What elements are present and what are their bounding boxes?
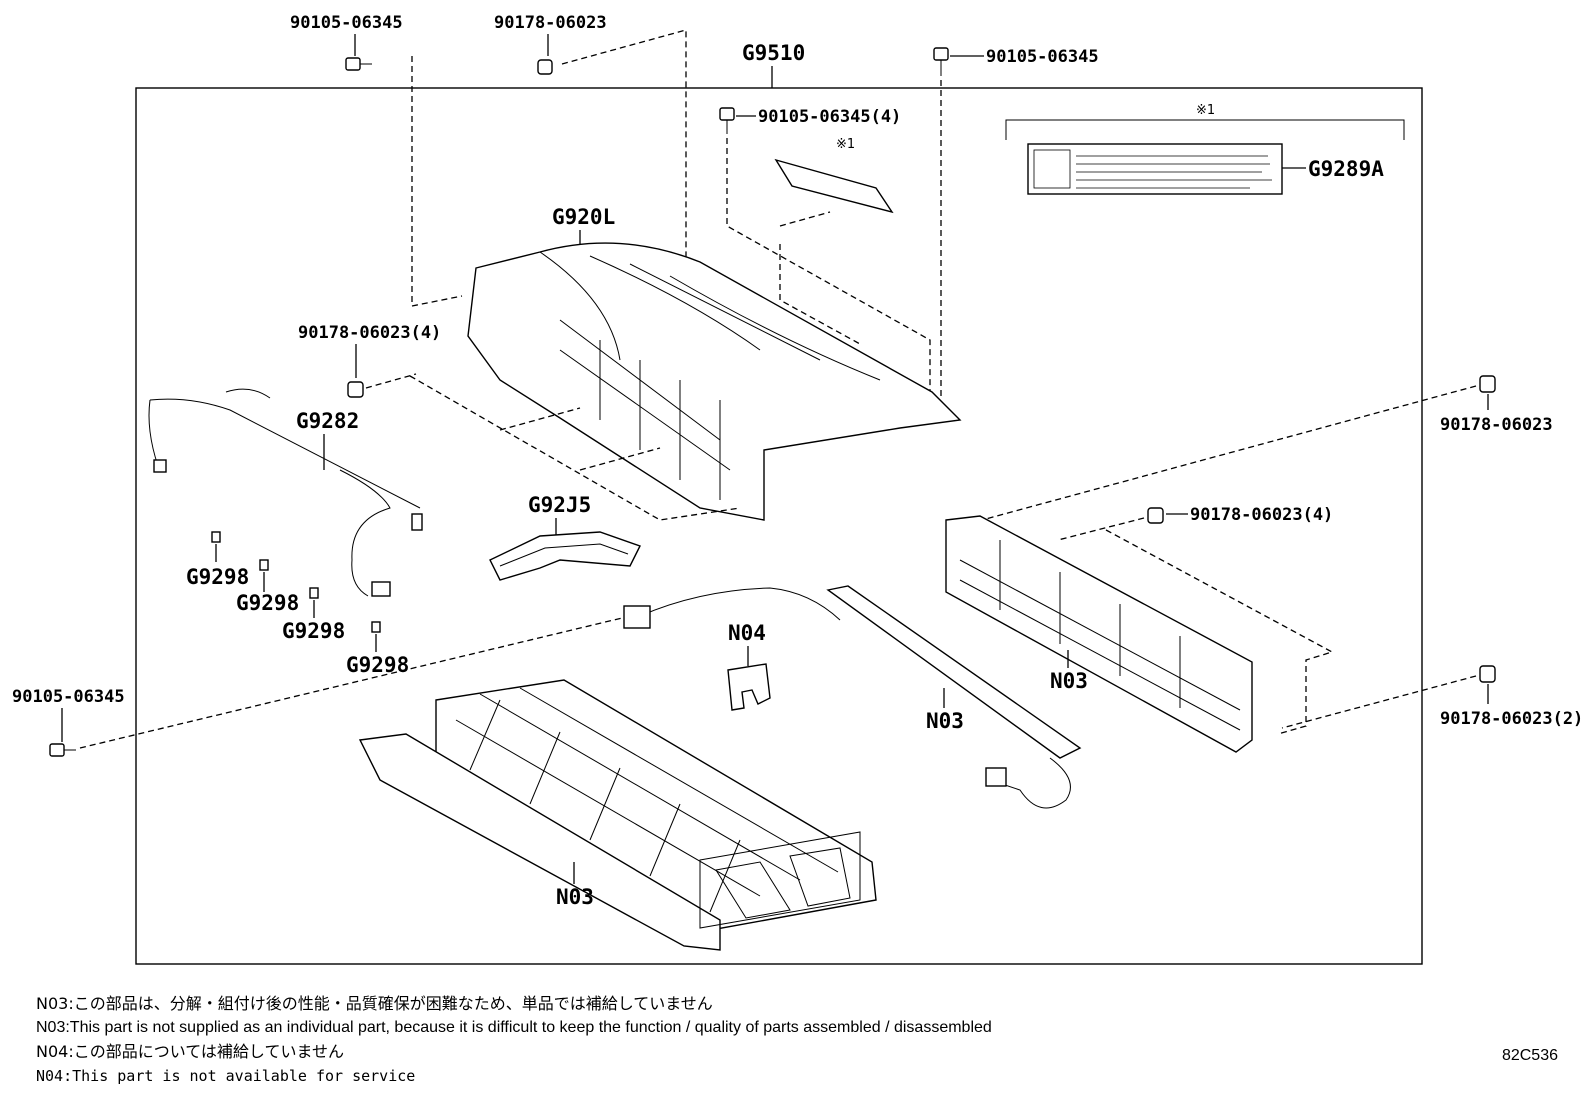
bolt-left-bottom-label: 90105-06345 bbox=[12, 687, 125, 707]
cover-label: G920L bbox=[552, 205, 615, 229]
label-sheet-icon bbox=[774, 158, 894, 214]
assembly-label: G9510 bbox=[742, 41, 805, 65]
battery-stack-icon bbox=[358, 679, 877, 951]
nut-icon bbox=[1479, 375, 1496, 393]
bus-bar-label: N03 bbox=[926, 709, 964, 733]
footnote-n04-jp: N04:この部品については補給していません bbox=[36, 1042, 344, 1061]
clip-icon bbox=[371, 621, 381, 633]
label-sheet-note-mark: ※1 bbox=[836, 137, 855, 152]
right-bracket-icon bbox=[945, 515, 1253, 753]
clip-label-4: G9298 bbox=[346, 653, 409, 677]
battery-stack-label: N03 bbox=[556, 885, 594, 909]
wire-harness-label: G9282 bbox=[296, 409, 359, 433]
clip-label-3: G9298 bbox=[282, 619, 345, 643]
part-n04-label: N04 bbox=[728, 621, 766, 645]
clip-icon bbox=[211, 531, 221, 543]
nut-right-mid-label: 90178-06023(4) bbox=[1190, 505, 1333, 525]
label-plate-note-mark: ※1 bbox=[1196, 103, 1215, 118]
bolt-icon bbox=[719, 107, 735, 134]
clip-icon bbox=[259, 559, 269, 571]
footnote-n04-en: N04:This part is not available for servi… bbox=[36, 1067, 416, 1085]
right-bracket-label: N03 bbox=[1050, 669, 1088, 693]
nut-icon bbox=[537, 59, 553, 75]
nut-left-label: 90178-06023(4) bbox=[298, 323, 441, 343]
nut-right-bottom-label: 90178-06023(2) bbox=[1440, 709, 1583, 729]
clip-label-2: G9298 bbox=[236, 591, 299, 615]
bus-bar-icon bbox=[623, 585, 1082, 809]
duct-icon bbox=[489, 531, 641, 581]
part-n04-icon bbox=[727, 663, 771, 711]
wire-harness-icon bbox=[148, 388, 423, 597]
bolt-icon bbox=[933, 47, 949, 76]
bolt-top-right-label: 90105-06345 bbox=[986, 47, 1099, 67]
nut-icon bbox=[347, 381, 364, 398]
upper-cover-icon bbox=[467, 242, 962, 521]
assembly-frame bbox=[135, 87, 1423, 965]
figure-code: 82C536 bbox=[1501, 1047, 1558, 1064]
duct-label: G92J5 bbox=[528, 493, 591, 517]
bolt-inner-label: 90105-06345(4) bbox=[758, 107, 901, 127]
bolt-icon bbox=[345, 57, 372, 71]
bolt-icon bbox=[49, 743, 76, 757]
clip-label-1: G9298 bbox=[186, 565, 249, 589]
nut-icon bbox=[1147, 507, 1164, 524]
nut-icon bbox=[1479, 665, 1496, 683]
label-plate-icon bbox=[1027, 143, 1283, 195]
bolt-top-left-label: 90105-06345 bbox=[290, 13, 403, 33]
label-plate-label: G9289A bbox=[1308, 157, 1384, 181]
footnote-n03-en: N03:This part is not supplied as an indi… bbox=[36, 1019, 992, 1036]
nut-right-top-label: 90178-06023 bbox=[1440, 415, 1553, 435]
nut-top-label: 90178-06023 bbox=[494, 13, 607, 33]
clip-icon bbox=[309, 587, 319, 599]
footnote-n03-jp: N03:この部品は、分解・組付け後の性能・品質確保が困難なため、単品では補給して… bbox=[36, 994, 713, 1013]
